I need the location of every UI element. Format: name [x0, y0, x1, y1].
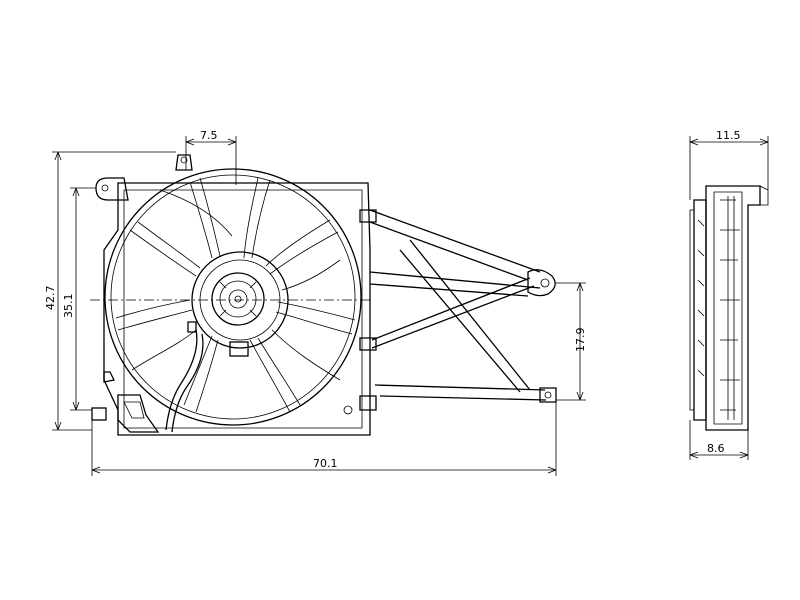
- dim-side-depth-bottom: 8.6: [707, 442, 725, 455]
- fan-blades: [115, 177, 356, 413]
- dim-inner-height: 35.1: [62, 294, 75, 319]
- dim-side-depth-top: 11.5: [716, 129, 741, 142]
- side-dimension-lines: [689, 136, 769, 460]
- wire-harness: [165, 329, 204, 433]
- support-bracket: [343, 209, 557, 415]
- dimension-lines: [52, 136, 586, 476]
- side-view: [689, 185, 769, 431]
- dim-top-offset: 7.5: [200, 129, 218, 142]
- dim-overall-width: 70.1: [313, 457, 338, 470]
- shroud-frame: [91, 154, 371, 436]
- fan-ring: [104, 168, 362, 426]
- dim-overall-height: 42.7: [44, 286, 57, 311]
- dim-bracket-offset: 17.9: [574, 328, 587, 353]
